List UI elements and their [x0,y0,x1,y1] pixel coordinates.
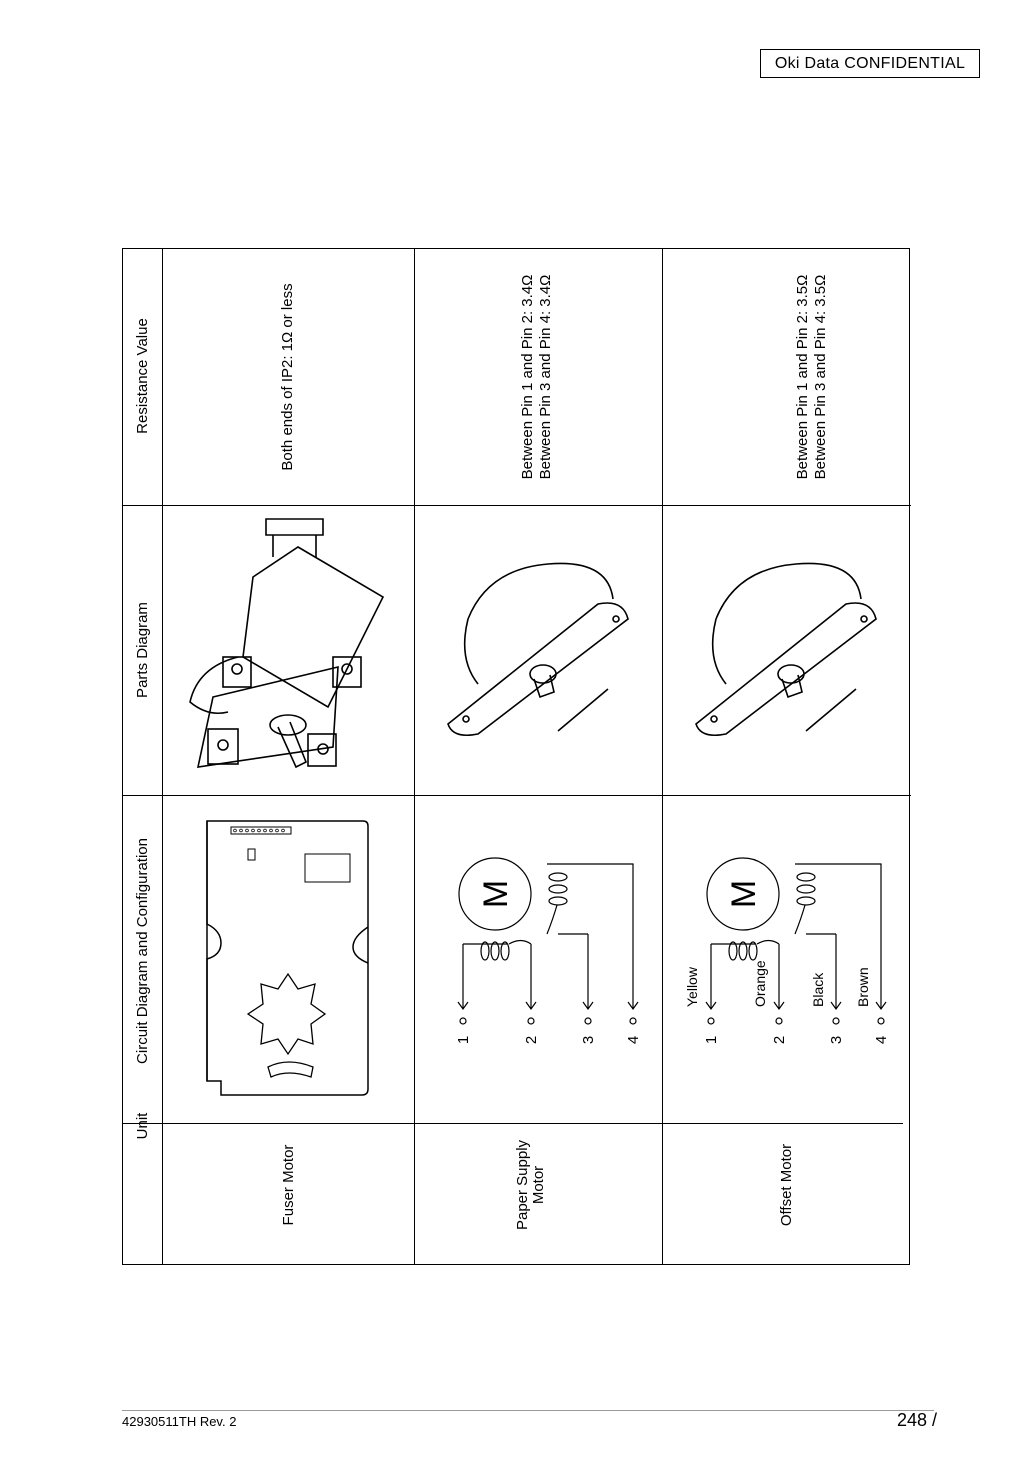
col-divider-circuit [123,1123,903,1124]
wire-black: Black [810,972,826,1007]
pin-4: 4 [873,1036,890,1044]
wire-brown: Brown [855,967,871,1007]
header-circuit: Circuit Diagram and Configuration [134,838,151,1064]
wire-orange: Orange [752,960,768,1007]
header-resistance: Resistance Value [134,318,151,434]
pin-2: 2 [771,1036,788,1044]
col-divider-resistance [123,505,911,506]
pin-3: 3 [828,1036,845,1044]
unit-offset-motor: Offset Motor [778,1143,795,1227]
offset-motor-drawing [695,562,877,737]
paper-supply-circuit: M 1 2 3 4 [455,857,642,1044]
pin-3: 3 [580,1036,597,1044]
header-parts: Parts Diagram [134,602,151,698]
fuser-motor-drawing [189,518,385,769]
pin-2: 2 [523,1036,540,1044]
offset-circuit: M Yellow Orange Black Brown 1 2 3 4 [684,857,890,1044]
resistance-offset-motor: Between Pin 1 and Pin 2: 3.5Ω Between Pi… [794,274,829,480]
row-divider-2 [662,249,663,1264]
row-divider-1 [414,249,415,1264]
unit-paper-supply-motor: Paper Supply Motor [514,1139,547,1231]
parts-table: Unit Circuit Diagram and Configuration P… [122,248,911,1265]
unit-fuser-motor: Fuser Motor [280,1144,297,1226]
page-number: 248 / [896,1410,937,1430]
motor-symbol: M [725,880,763,908]
document-id: 42930511TH Rev. 2 [122,1414,237,1429]
paper-supply-motor-drawing [447,562,629,737]
pin-4: 4 [625,1036,642,1044]
footer-divider [122,1410,934,1411]
wire-yellow: Yellow [684,966,700,1007]
header-divider [162,249,163,1264]
resistance-paper-supply-motor: Between Pin 1 and Pin 2: 3.4Ω Between Pi… [519,274,554,480]
pin-1: 1 [703,1036,720,1044]
confidential-label: Oki Data CONFIDENTIAL [760,49,980,78]
motor-symbol: M [477,880,515,908]
pin-1: 1 [455,1036,472,1044]
resistance-fuser-motor: Both ends of IP2: 1Ω or less [279,283,296,471]
fuser-board-diagram [206,820,369,1096]
col-divider-parts [123,795,911,796]
